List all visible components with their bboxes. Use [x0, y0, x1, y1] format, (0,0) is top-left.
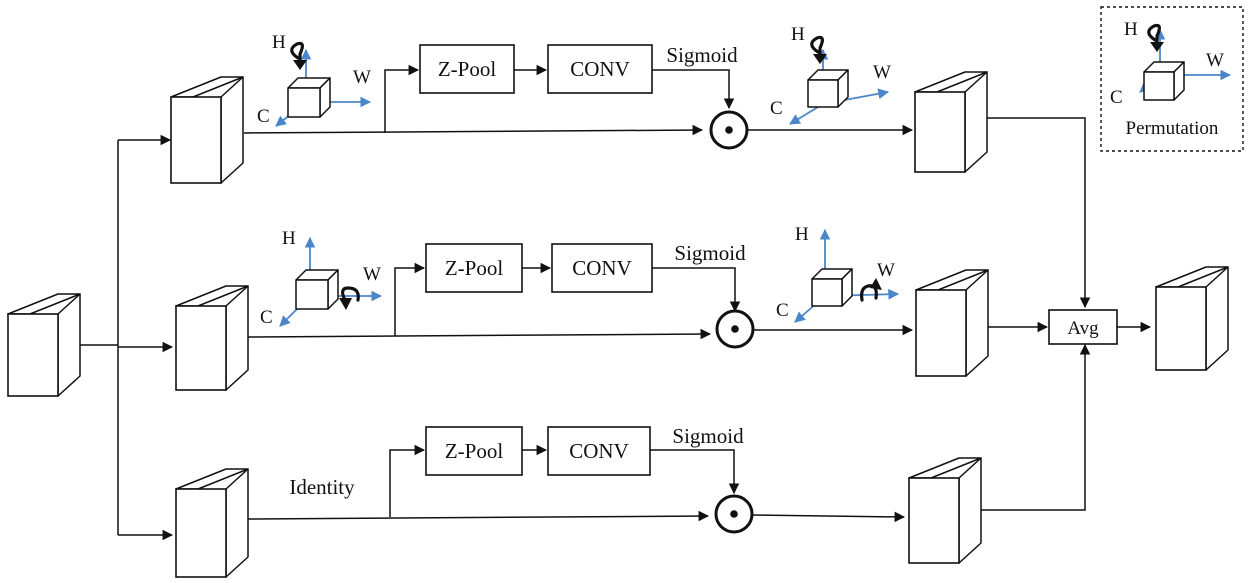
rotation-arrow-icon [810, 35, 824, 60]
branch-1-conv-label: CONV [570, 57, 630, 81]
branch-2-out-c-label: C [776, 300, 789, 321]
branch-3-sigmoid-label: Sigmoid [672, 424, 744, 448]
rotation-arrow-icon [860, 284, 878, 302]
branch-2-out-w-label: W [877, 260, 895, 281]
branch-2-output-block [915, 269, 989, 377]
branch-1-main-line [243, 124, 704, 136]
branch-1-zpool-box [419, 44, 515, 94]
branch-1-input-rotation-icon: H W C [257, 32, 372, 127]
branch-3-zpool-box [425, 426, 523, 476]
branch-2-output-rotation-icon: H W C [776, 224, 900, 323]
legend-title: Permutation [1126, 118, 1219, 139]
branch-1-out-h-label: H [791, 24, 805, 45]
branch-3-main-line [247, 510, 710, 522]
branch-2-multiply-node [715, 309, 755, 349]
branch-2: Z-Pool CONV Sigmoid H W C [175, 224, 1049, 391]
avg-node: Avg [1048, 309, 1118, 345]
branch-3-conv-label: CONV [569, 439, 629, 463]
branch-3-multiply-node [714, 494, 754, 534]
legend-h-label: H [1124, 19, 1138, 40]
branch-1-output-rotation-icon: H W C [770, 24, 891, 125]
rotation-arrow-icon [290, 41, 304, 66]
branch-1-input-block [170, 76, 244, 184]
branch-1-conv-box [547, 44, 653, 94]
branch-3-identity-label: Identity [289, 475, 355, 499]
branch-2-conv-label: CONV [572, 256, 632, 280]
branch-3: Identity Z-Pool CONV Sigmoid [175, 343, 1091, 578]
output-tensor-block [1155, 266, 1229, 371]
branch-3-output-block [908, 457, 982, 564]
avg-label: Avg [1067, 318, 1099, 339]
legend-w-label: W [1206, 50, 1224, 71]
branch-1-in-c-label: C [257, 106, 270, 127]
branch-1-output-block [914, 71, 988, 173]
branch-3-input-block [175, 468, 249, 578]
branch-2-zpool-box [425, 243, 523, 293]
rotation-arrow-icon [341, 286, 360, 302]
branch-2-out-h-label: H [795, 224, 809, 245]
branch-1-in-h-label: H [272, 32, 286, 53]
branch-2-in-c-label: C [260, 307, 273, 328]
branch-2-in-h-label: H [282, 228, 296, 249]
input-fanout-arrows [80, 134, 174, 541]
branch-2-in-w-label: W [363, 264, 381, 285]
input-tensor-block [7, 293, 81, 397]
branch-2-input-block [175, 285, 249, 391]
branch-2-main-line [247, 328, 712, 340]
branch-1-out-w-label: W [873, 62, 891, 83]
rotation-arrow-icon [1147, 23, 1161, 48]
permutation-legend: H W C Permutation [1100, 6, 1244, 152]
branch-1: Z-Pool CONV Sigmoid H W C [170, 24, 1091, 309]
branch-2-sigmoid-label: Sigmoid [674, 241, 746, 265]
branch-3-zpool-label: Z-Pool [445, 439, 504, 463]
branch-1-out-c-label: C [770, 98, 783, 119]
legend-c-label: C [1110, 87, 1123, 108]
branch-3-conv-box [547, 426, 651, 476]
branch-1-in-w-label: W [353, 67, 371, 88]
branch-2-zpool-label: Z-Pool [445, 256, 504, 280]
branch-2-input-rotation-icon: H W C [260, 228, 383, 328]
branch-1-zpool-label: Z-Pool [438, 57, 497, 81]
branch-1-multiply-node [709, 110, 749, 150]
branch-1-sigmoid-label: Sigmoid [666, 43, 738, 67]
